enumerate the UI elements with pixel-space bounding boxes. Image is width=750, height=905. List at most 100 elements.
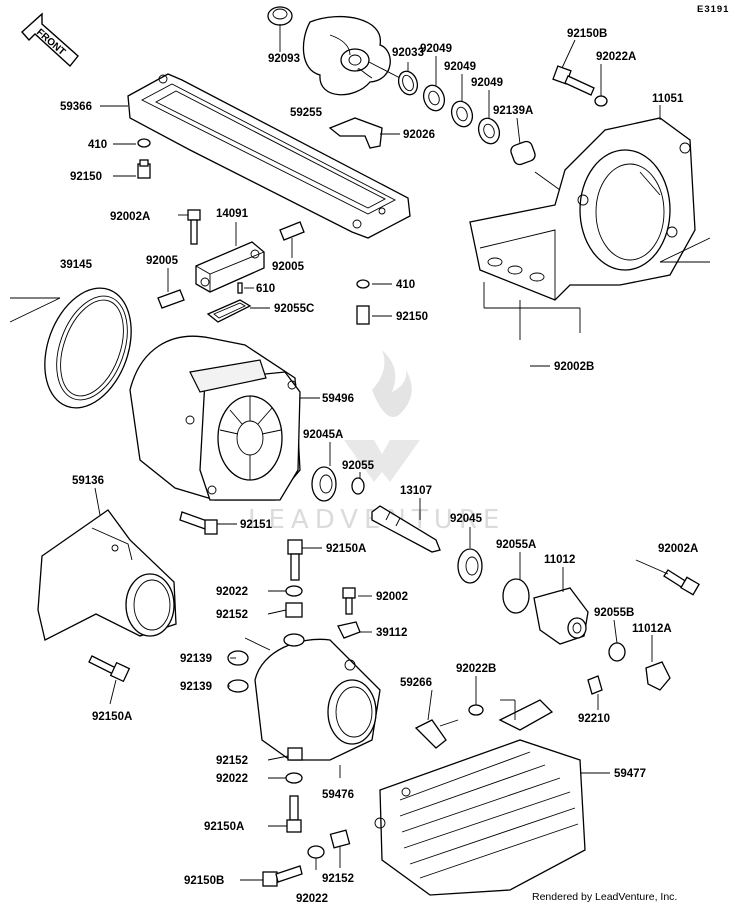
label-92049-b: 92049 bbox=[444, 61, 476, 73]
label-92150b-top: 92150B bbox=[567, 28, 607, 40]
part-92022a-washer bbox=[594, 95, 608, 107]
label-92055a: 92055A bbox=[496, 539, 536, 551]
part-59266-fitting bbox=[414, 719, 459, 749]
part-92055c-gasket bbox=[206, 299, 252, 323]
label-59255: 59255 bbox=[290, 107, 323, 119]
label-92210: 92210 bbox=[578, 713, 610, 725]
label-92002a-right: 92002A bbox=[658, 543, 698, 555]
part-11012-cap bbox=[533, 587, 589, 645]
label-92005-left: 92005 bbox=[146, 255, 179, 267]
label-59477: 59477 bbox=[614, 768, 646, 780]
part-13107-shaft bbox=[371, 505, 441, 553]
part-92150a-bolt-center-top bbox=[287, 539, 303, 581]
part-92150a-bolt-lower bbox=[286, 795, 302, 833]
label-92022a: 92022A bbox=[596, 51, 636, 63]
label-92150-right: 92150 bbox=[396, 311, 428, 323]
part-92026-pad bbox=[328, 117, 383, 149]
part-92093 bbox=[267, 6, 293, 26]
part-59476-steering-nozzle bbox=[254, 633, 381, 761]
label-39145: 39145 bbox=[60, 259, 93, 271]
part-92022-washer-center-top bbox=[285, 585, 303, 597]
part-92022b-washer bbox=[468, 704, 484, 716]
label-92150b-bottom: 92150B bbox=[184, 875, 224, 887]
label-92022b: 92022B bbox=[456, 663, 496, 675]
label-92150a-center: 92150A bbox=[326, 543, 366, 555]
part-59255-impeller bbox=[302, 15, 401, 96]
front-arrow-icon: FRONT bbox=[21, 12, 79, 68]
part-92055-oring bbox=[351, 477, 365, 495]
part-14091-block bbox=[195, 241, 265, 293]
part-92139-bushing-2 bbox=[227, 679, 249, 693]
part-labels: 92093 92033 92049 92049 92049 92139A 921… bbox=[60, 28, 698, 905]
part-610 bbox=[237, 282, 243, 294]
part-92152-collar-lower bbox=[287, 747, 303, 761]
label-59476: 59476 bbox=[322, 789, 354, 801]
part-92049-seal-3 bbox=[477, 117, 501, 145]
credit-text: Rendered by LeadVenture, Inc. bbox=[532, 891, 677, 903]
label-92093: 92093 bbox=[268, 53, 300, 65]
part-92005-fitting-left bbox=[157, 289, 185, 309]
part-92055b-oring bbox=[608, 642, 626, 662]
part-92151-bolt bbox=[179, 511, 218, 535]
label-92033: 92033 bbox=[392, 47, 424, 59]
part-11051-housing bbox=[469, 117, 696, 301]
label-59366: 59366 bbox=[60, 101, 92, 113]
part-59366-plate bbox=[127, 73, 411, 239]
label-92150a-lower: 92150A bbox=[204, 821, 244, 833]
label-92150a-left: 92150A bbox=[92, 711, 132, 723]
label-92055: 92055 bbox=[342, 460, 375, 472]
part-92005-fitting-right bbox=[279, 221, 305, 241]
part-92150b-bolt-bottom bbox=[262, 865, 303, 887]
part-92152-collar-bottom bbox=[329, 829, 351, 849]
label-410-left: 410 bbox=[88, 139, 107, 151]
label-92022-lower: 92022 bbox=[216, 773, 248, 785]
label-59496: 59496 bbox=[322, 393, 354, 405]
label-92049-c: 92049 bbox=[471, 77, 503, 89]
label-92026: 92026 bbox=[403, 129, 435, 141]
label-92002b: 92002B bbox=[554, 361, 594, 373]
label-13107: 13107 bbox=[400, 485, 432, 497]
label-92152-lower: 92152 bbox=[216, 755, 248, 767]
label-92049-a: 92049 bbox=[420, 43, 452, 55]
part-92002a-bolt-right bbox=[663, 569, 700, 596]
label-92152-bottom: 92152 bbox=[322, 873, 354, 885]
label-11012a: 11012A bbox=[632, 623, 672, 635]
part-59496-pump-case bbox=[129, 335, 301, 501]
label-610: 610 bbox=[256, 283, 275, 295]
part-92022-washer-lower bbox=[285, 772, 303, 784]
part-11012a-cap bbox=[645, 661, 671, 691]
part-92210 bbox=[587, 675, 603, 695]
label-92045a: 92045A bbox=[303, 429, 343, 441]
part-92033-ring bbox=[397, 70, 419, 96]
part-92045-bearing bbox=[457, 548, 483, 584]
label-92151: 92151 bbox=[240, 519, 273, 531]
label-92150-left: 92150 bbox=[70, 171, 102, 183]
part-59136-nozzle bbox=[37, 509, 177, 641]
label-410-right: 410 bbox=[396, 279, 415, 291]
label-92139-a: 92139 bbox=[180, 653, 212, 665]
label-92005-right: 92005 bbox=[272, 261, 305, 273]
label-92022-center: 92022 bbox=[216, 586, 248, 598]
label-59266: 59266 bbox=[400, 677, 432, 689]
label-92139-b: 92139 bbox=[180, 681, 212, 693]
part-92049-seal-1 bbox=[422, 84, 446, 112]
label-14091: 14091 bbox=[216, 208, 249, 220]
label-92139a: 92139A bbox=[493, 105, 533, 117]
diagram-id: E3191 bbox=[697, 4, 729, 15]
part-59477-grille bbox=[374, 699, 586, 896]
part-92002-bolt bbox=[342, 587, 356, 615]
part-92150-bolt-left bbox=[137, 159, 151, 179]
label-39112: 39112 bbox=[376, 627, 407, 639]
part-410-washer-right bbox=[356, 279, 370, 289]
label-11012: 11012 bbox=[544, 554, 575, 566]
part-92002a-bolt bbox=[187, 209, 201, 245]
label-92152-center: 92152 bbox=[216, 609, 248, 621]
label-59136: 59136 bbox=[72, 475, 104, 487]
part-92150b-bolt bbox=[552, 65, 595, 96]
part-39112-clamp bbox=[337, 621, 361, 639]
part-92045a-bearing bbox=[311, 466, 337, 502]
part-92152-collar-center-top bbox=[285, 602, 303, 618]
label-92022-bottom: 92022 bbox=[296, 893, 328, 905]
label-11051: 11051 bbox=[652, 93, 684, 105]
